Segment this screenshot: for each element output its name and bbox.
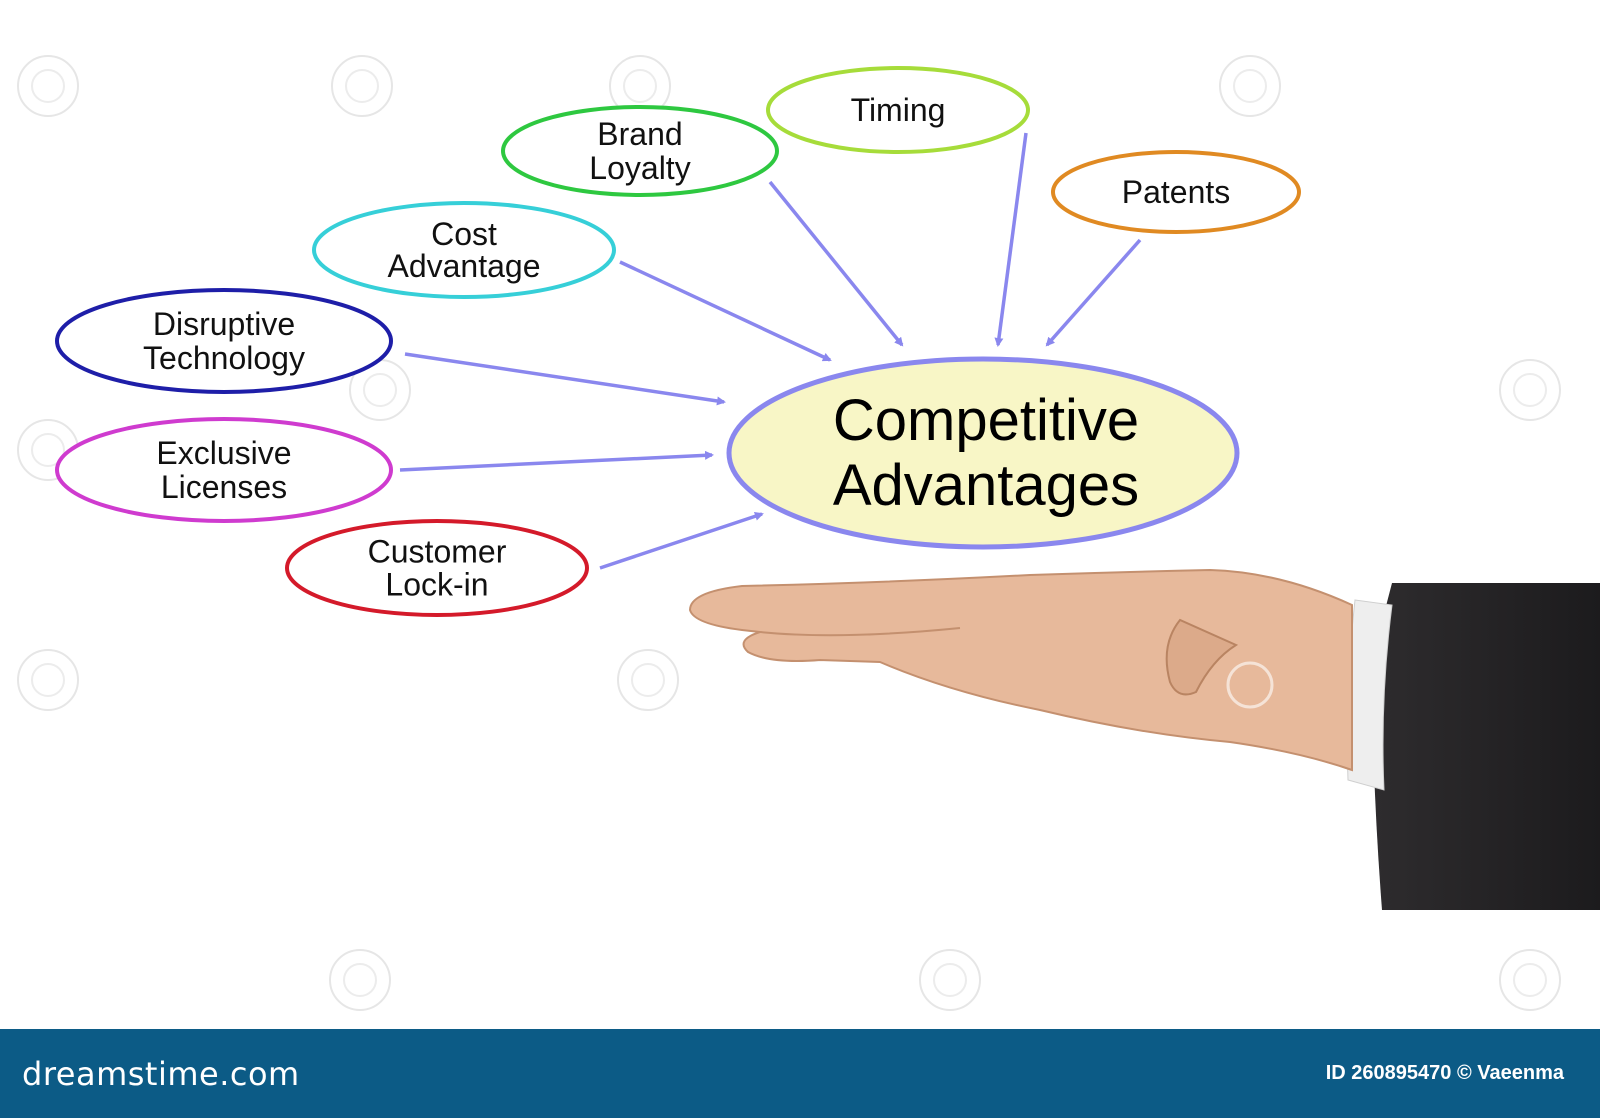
watermark-swirl-inner-icon	[343, 963, 377, 997]
footer-bar: dreamstime.com ID 260895470 © Vaeenma	[0, 1029, 1600, 1118]
watermark-swirl-inner-icon	[1513, 963, 1547, 997]
watermark-swirl-icon	[17, 649, 79, 711]
sleeve	[1372, 583, 1600, 910]
node-label-brand-line1: Brand	[597, 116, 682, 152]
node-label-cost-line1: Cost	[431, 216, 497, 252]
node-label-exclusive-line1: Exclusive	[156, 435, 291, 471]
watermark-swirl-icon	[1219, 55, 1281, 117]
arrow-timing	[994, 132, 1028, 347]
node-label-brand-line2: Loyalty	[589, 150, 690, 186]
arrow-customer	[599, 511, 764, 570]
watermark-swirl-icon	[331, 55, 393, 117]
arrow-group	[399, 132, 1142, 570]
arrow-disruptive	[404, 352, 726, 406]
node-ellipse-disruptive	[55, 288, 393, 394]
node-ellipse-customer	[285, 519, 589, 617]
watermark-swirl-icon	[17, 55, 79, 117]
thumb	[1165, 618, 1239, 696]
finger-crease	[759, 627, 961, 637]
arrow-brand	[768, 180, 904, 347]
center-node: Competitive Advantages	[726, 356, 1240, 550]
node-ellipse-timing	[766, 66, 1030, 154]
watermark-swirl-icon	[617, 649, 679, 711]
watermark-swirl-inner-icon	[345, 69, 379, 103]
watermark-swirl-inner-icon	[31, 69, 65, 103]
node-label-timing-line1: Timing	[851, 92, 946, 128]
arrow-patents	[1045, 238, 1142, 347]
node-label-customer-line1: Customer	[368, 534, 507, 570]
watermark-swirl-inner-icon	[31, 433, 65, 467]
footer-brand: dreamstime.com	[22, 1054, 300, 1093]
node-label-customer-line2: Lock-in	[385, 567, 488, 603]
center-label-line2: Advantages	[833, 453, 1139, 518]
watermark-swirl-icon	[919, 949, 981, 1011]
node-patents: Patents	[1051, 150, 1301, 234]
watermark-swirl-inner-icon	[933, 963, 967, 997]
node-group: TimingBrandLoyaltyPatentsCostAdvantageDi…	[55, 66, 1301, 617]
watermark-stamp	[1226, 661, 1274, 709]
watermark-swirl-inner-icon	[31, 663, 65, 697]
node-ellipse-exclusive	[55, 417, 393, 523]
watermark-swirl-inner-icon	[631, 663, 665, 697]
node-ellipse-brand	[501, 105, 779, 197]
node-label-disruptive-line2: Technology	[143, 340, 305, 376]
watermark-layer	[17, 55, 1561, 1011]
palm	[688, 568, 1353, 772]
arrow-exclusive	[399, 450, 714, 472]
node-label-exclusive-line2: Licenses	[161, 469, 287, 505]
node-label-cost-line2: Advantage	[387, 248, 540, 284]
hand-illustration	[688, 568, 1600, 910]
watermark-swirl-icon	[1499, 949, 1561, 1011]
watermark-swirl-inner-icon	[1513, 373, 1547, 407]
node-label-disruptive-line1: Disruptive	[153, 306, 295, 342]
watermark-swirl-icon	[329, 949, 391, 1011]
watermark-swirl-icon	[1499, 359, 1561, 421]
node-label-patents-line1: Patents	[1122, 174, 1231, 210]
arrow-cost	[619, 260, 832, 362]
center-ellipse	[726, 356, 1240, 550]
watermark-swirl-inner-icon	[363, 373, 397, 407]
watermark-swirl-inner-icon	[1233, 69, 1267, 103]
center-label-line1: Competitive	[833, 388, 1139, 453]
watermark-swirl-inner-icon	[623, 69, 657, 103]
node-ellipse-patents	[1051, 150, 1301, 234]
node-ellipse-cost	[312, 201, 616, 299]
node-timing: Timing	[766, 66, 1030, 154]
footer-image-id: ID 260895470 © Vaeenma	[1325, 1062, 1564, 1084]
